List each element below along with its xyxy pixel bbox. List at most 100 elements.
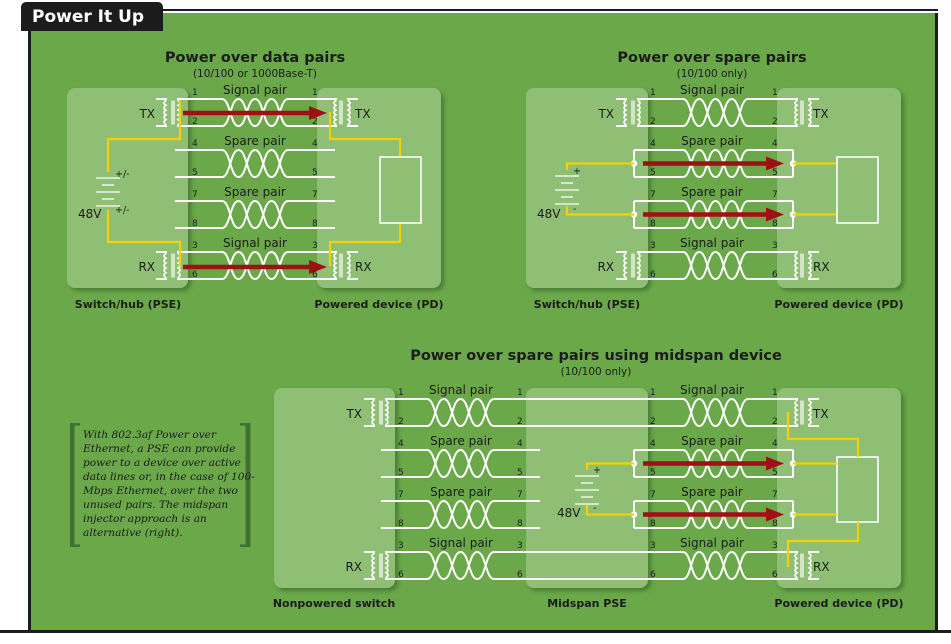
diagram-subtitle: (10/100 only)	[561, 366, 632, 378]
port-label: TX	[812, 107, 829, 121]
twisted-wire	[426, 448, 495, 479]
twisted-wire	[221, 148, 289, 179]
port-label: TX	[354, 107, 371, 121]
device-label: Powered device (PD)	[774, 298, 903, 311]
winding-lead	[808, 124, 819, 127]
twisted-wire	[221, 199, 289, 230]
pin-number: 2	[517, 417, 523, 427]
port-label: TX	[138, 107, 155, 121]
pair-label: Signal pair	[223, 83, 287, 97]
twisted-wire	[426, 397, 495, 428]
twisted-wire	[221, 97, 289, 128]
pin-number: 8	[312, 219, 318, 229]
port-label: RX	[813, 260, 830, 274]
pair-label: Signal pair	[680, 236, 744, 250]
pair-label: Spare pair	[681, 185, 743, 199]
pin-number: 7	[772, 190, 778, 200]
winding-lead	[347, 251, 358, 254]
polarity-label: +	[573, 166, 581, 177]
pd-box	[777, 88, 901, 288]
device-label: Nonpowered switch	[273, 597, 395, 610]
twisted-wire	[426, 448, 495, 479]
diagram-title: Power over spare pairs using midspan dev…	[410, 348, 782, 364]
power-wire	[565, 162, 634, 170]
pin-number: 2	[398, 417, 404, 427]
winding-lead	[808, 398, 819, 401]
twisted-wire	[682, 448, 749, 479]
winding-lead	[808, 251, 819, 254]
arrowhead-icon	[766, 156, 784, 171]
pin-number: 2	[772, 117, 778, 127]
winding-lead	[789, 577, 798, 580]
pin-number: 4	[517, 439, 523, 449]
twisted-wire	[682, 148, 749, 179]
port-label: RX	[345, 560, 362, 574]
port-label: RX	[597, 260, 614, 274]
coil	[794, 99, 799, 126]
pin-number: 6	[398, 570, 404, 580]
coil	[371, 399, 376, 426]
arrowhead-icon	[309, 260, 327, 274]
power-wire	[786, 412, 860, 457]
device-label: Powered device (PD)	[774, 597, 903, 610]
pin-number: 2	[192, 117, 198, 127]
arrowhead-icon	[309, 106, 327, 120]
coil	[807, 99, 812, 126]
twisted-wire	[426, 550, 495, 581]
twisted-wire	[221, 199, 289, 230]
coil	[384, 399, 389, 426]
pin-number: 7	[650, 190, 656, 200]
twisted-wire	[221, 148, 289, 179]
winding-lead	[808, 98, 819, 101]
winding-lead	[789, 124, 798, 127]
arrowhead-icon	[766, 507, 784, 522]
winding-lead	[328, 98, 337, 101]
power-wire	[106, 101, 182, 172]
polarity-label: +	[593, 465, 601, 476]
pair-label: Signal pair	[680, 383, 744, 397]
pin-number: 1	[398, 388, 404, 398]
twisted-wire	[221, 250, 289, 281]
pin-number: 1	[772, 388, 778, 398]
pin-number: 1	[650, 88, 656, 98]
winding-lead	[789, 98, 798, 101]
winding-lead	[789, 251, 798, 254]
pin-number: 8	[650, 219, 656, 229]
port-label: TX	[597, 107, 614, 121]
pin-number: 8	[772, 519, 778, 529]
winding-lead	[364, 577, 375, 580]
pin-number: 5	[192, 168, 198, 178]
winding-lead	[637, 124, 646, 127]
transformer-icon	[789, 98, 819, 127]
caption-note: With 802.3af Power over Ethernet, a PSE …	[83, 429, 255, 539]
pin-number: 6	[312, 270, 318, 280]
coil	[371, 552, 376, 579]
twisted-wire	[682, 499, 749, 530]
winding-lead	[385, 424, 394, 427]
pin-number: 4	[772, 439, 778, 449]
coil	[346, 252, 351, 279]
power-wire	[786, 522, 860, 567]
pin-number: 7	[517, 490, 523, 500]
switch-box	[274, 388, 395, 588]
transformer-icon	[364, 551, 394, 580]
pin-number: 5	[398, 468, 404, 478]
winding-lead	[808, 577, 819, 580]
winding-lead	[385, 577, 394, 580]
port-label: RX	[138, 260, 155, 274]
port-label: RX	[813, 560, 830, 574]
twisted-wire	[682, 97, 749, 128]
twisted-wire	[682, 397, 749, 428]
pin-number: 7	[398, 490, 404, 500]
pin-number: 6	[772, 570, 778, 580]
coil	[333, 252, 338, 279]
coil	[807, 252, 812, 279]
pin-number: 5	[517, 468, 523, 478]
coil	[163, 99, 168, 126]
pair-label: Signal pair	[223, 236, 287, 250]
pair-label: Spare pair	[430, 434, 492, 448]
coil	[807, 399, 812, 426]
device-label: Powered device (PD)	[314, 298, 443, 311]
transformer-icon	[364, 398, 394, 427]
